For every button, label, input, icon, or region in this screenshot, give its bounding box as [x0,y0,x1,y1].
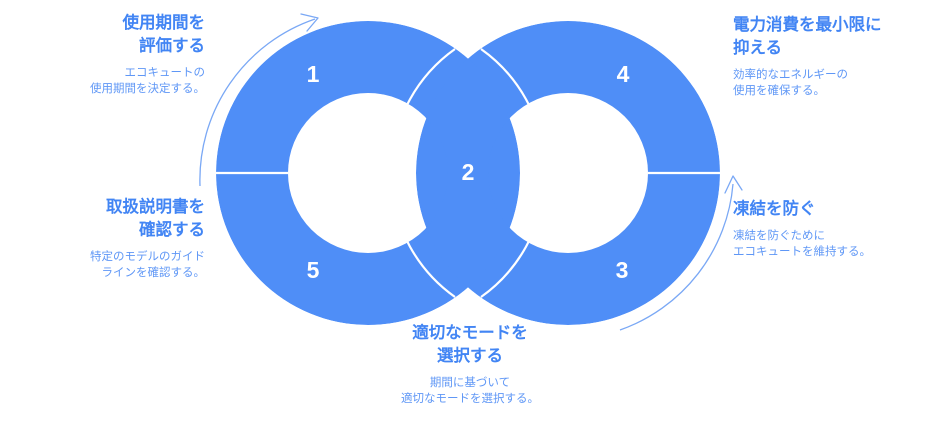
step-2-title: 適切なモードを 選択する [412,324,528,365]
segment-number-4: 4 [617,61,630,87]
step-5-title: 取扱説明書を 確認する [106,198,205,239]
arrow-right-head [724,175,743,194]
step-5-description: 特定のモデルのガイド ラインを確認する。 [90,250,205,280]
segment-dividers [216,48,720,298]
step-label-1: 使用期間を 評価する エコキュートの 使用期間を決定する。 [0,12,205,98]
step-4-title: 電力消費を最小限に 抑える [733,16,882,57]
arrow-right-arc [619,183,734,331]
step-4-description: 効率的なエネルギーの 使用を確保する。 [733,68,848,98]
step-label-3: 凍結を防ぐ 凍結を防ぐために エコキュートを維持する。 [733,198,951,261]
arrow-left-head [300,13,319,32]
step-label-5: 取扱説明書を 確認する 特定のモデルのガイド ラインを確認する。 [0,196,205,282]
step-3-title: 凍結を防ぐ [733,200,816,218]
step-label-2: 適切なモードを 選択する 期間に基づいて 適切なモードを選択する。 [330,322,610,408]
flow-arrows [199,13,743,331]
step-label-4: 電力消費を最小限に 抑える 効率的なエネルギーの 使用を確保する。 [733,14,951,100]
segment-number-2: 2 [462,159,475,185]
step-3-description: 凍結を防ぐために エコキュートを維持する。 [733,229,871,259]
step-1-title: 使用期間を 評価する [122,14,206,55]
segment-number-1: 1 [307,61,320,87]
segment-number-3: 3 [616,257,629,283]
segment-number-5: 5 [307,257,320,283]
arrow-left-arc [199,18,316,187]
step-1-description: エコキュートの 使用期間を決定する。 [90,66,205,96]
step-2-description: 期間に基づいて 適切なモードを選択する。 [401,376,539,406]
